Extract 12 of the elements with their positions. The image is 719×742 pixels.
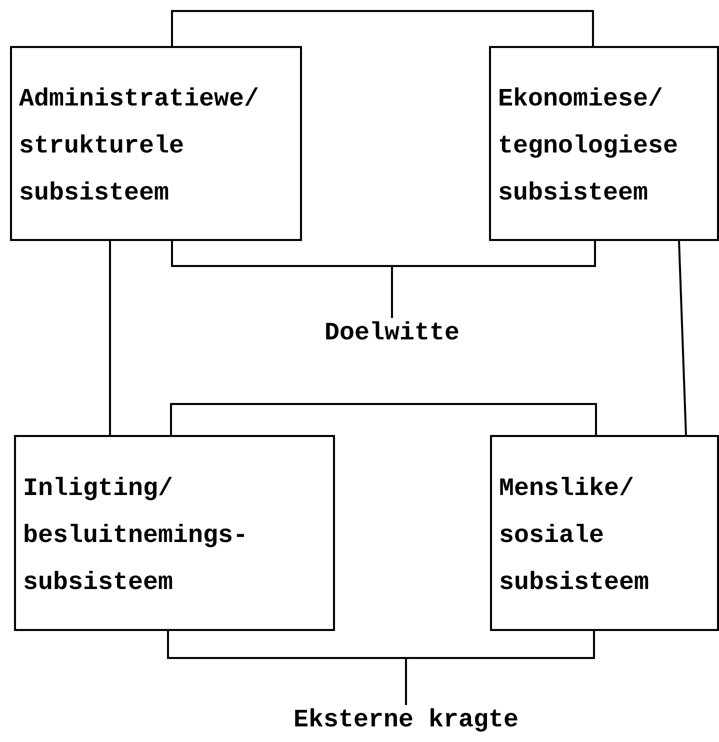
connector-line bbox=[405, 631, 595, 705]
subsystem-box: Menslike/ sosiale subsisteem bbox=[490, 435, 719, 631]
label-text: Doelwitte bbox=[326, 321, 458, 340]
connector-line bbox=[391, 241, 596, 318]
subsystem-box: Inligting/ besluitnemings- subsisteem bbox=[14, 435, 335, 631]
connector-line bbox=[171, 10, 594, 46]
subsystem-box: Administratiewe/ strukturele subsisteem bbox=[10, 46, 302, 241]
connector-line bbox=[170, 403, 597, 435]
subsystem-box: Ekonomiese/ tegnologiese subsisteem bbox=[489, 46, 719, 241]
connector-line bbox=[109, 241, 111, 435]
label-text: Eksterne kragte bbox=[295, 708, 518, 732]
connector-line bbox=[678, 240, 687, 436]
